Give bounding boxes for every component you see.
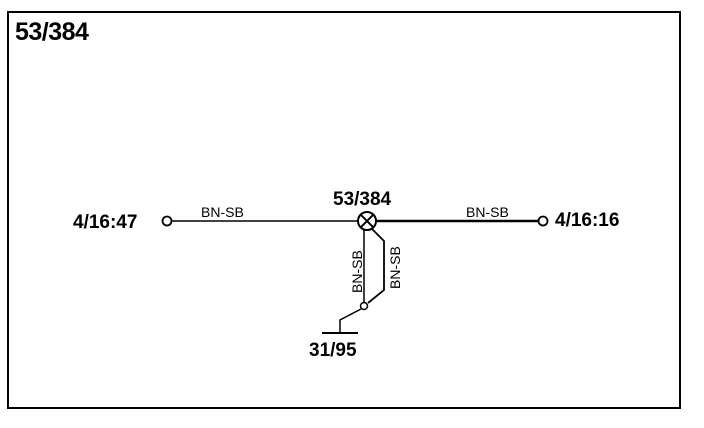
wire-right-label: BN-SB [466,204,509,220]
ground-lead [339,308,362,332]
ground-label: 31/95 [309,340,357,361]
connector-left-label: 4/16:47 [73,212,137,233]
diagram-frame [7,11,681,409]
wire-down-b-label: BN-SB [387,246,403,289]
terminal-left[interactable] [161,215,173,227]
wire-down-a-label: BN-SB [349,250,365,293]
wire-left-label: BN-SB [201,204,244,220]
terminal-right[interactable] [537,215,549,227]
junction-node [359,301,369,311]
splice-label: 53/384 [333,189,392,210]
connector-right-label: 4/16:16 [555,210,619,231]
wire-down-b [367,228,385,304]
diagram-title: 53/384 [15,18,89,46]
splice-icon[interactable] [357,211,377,231]
